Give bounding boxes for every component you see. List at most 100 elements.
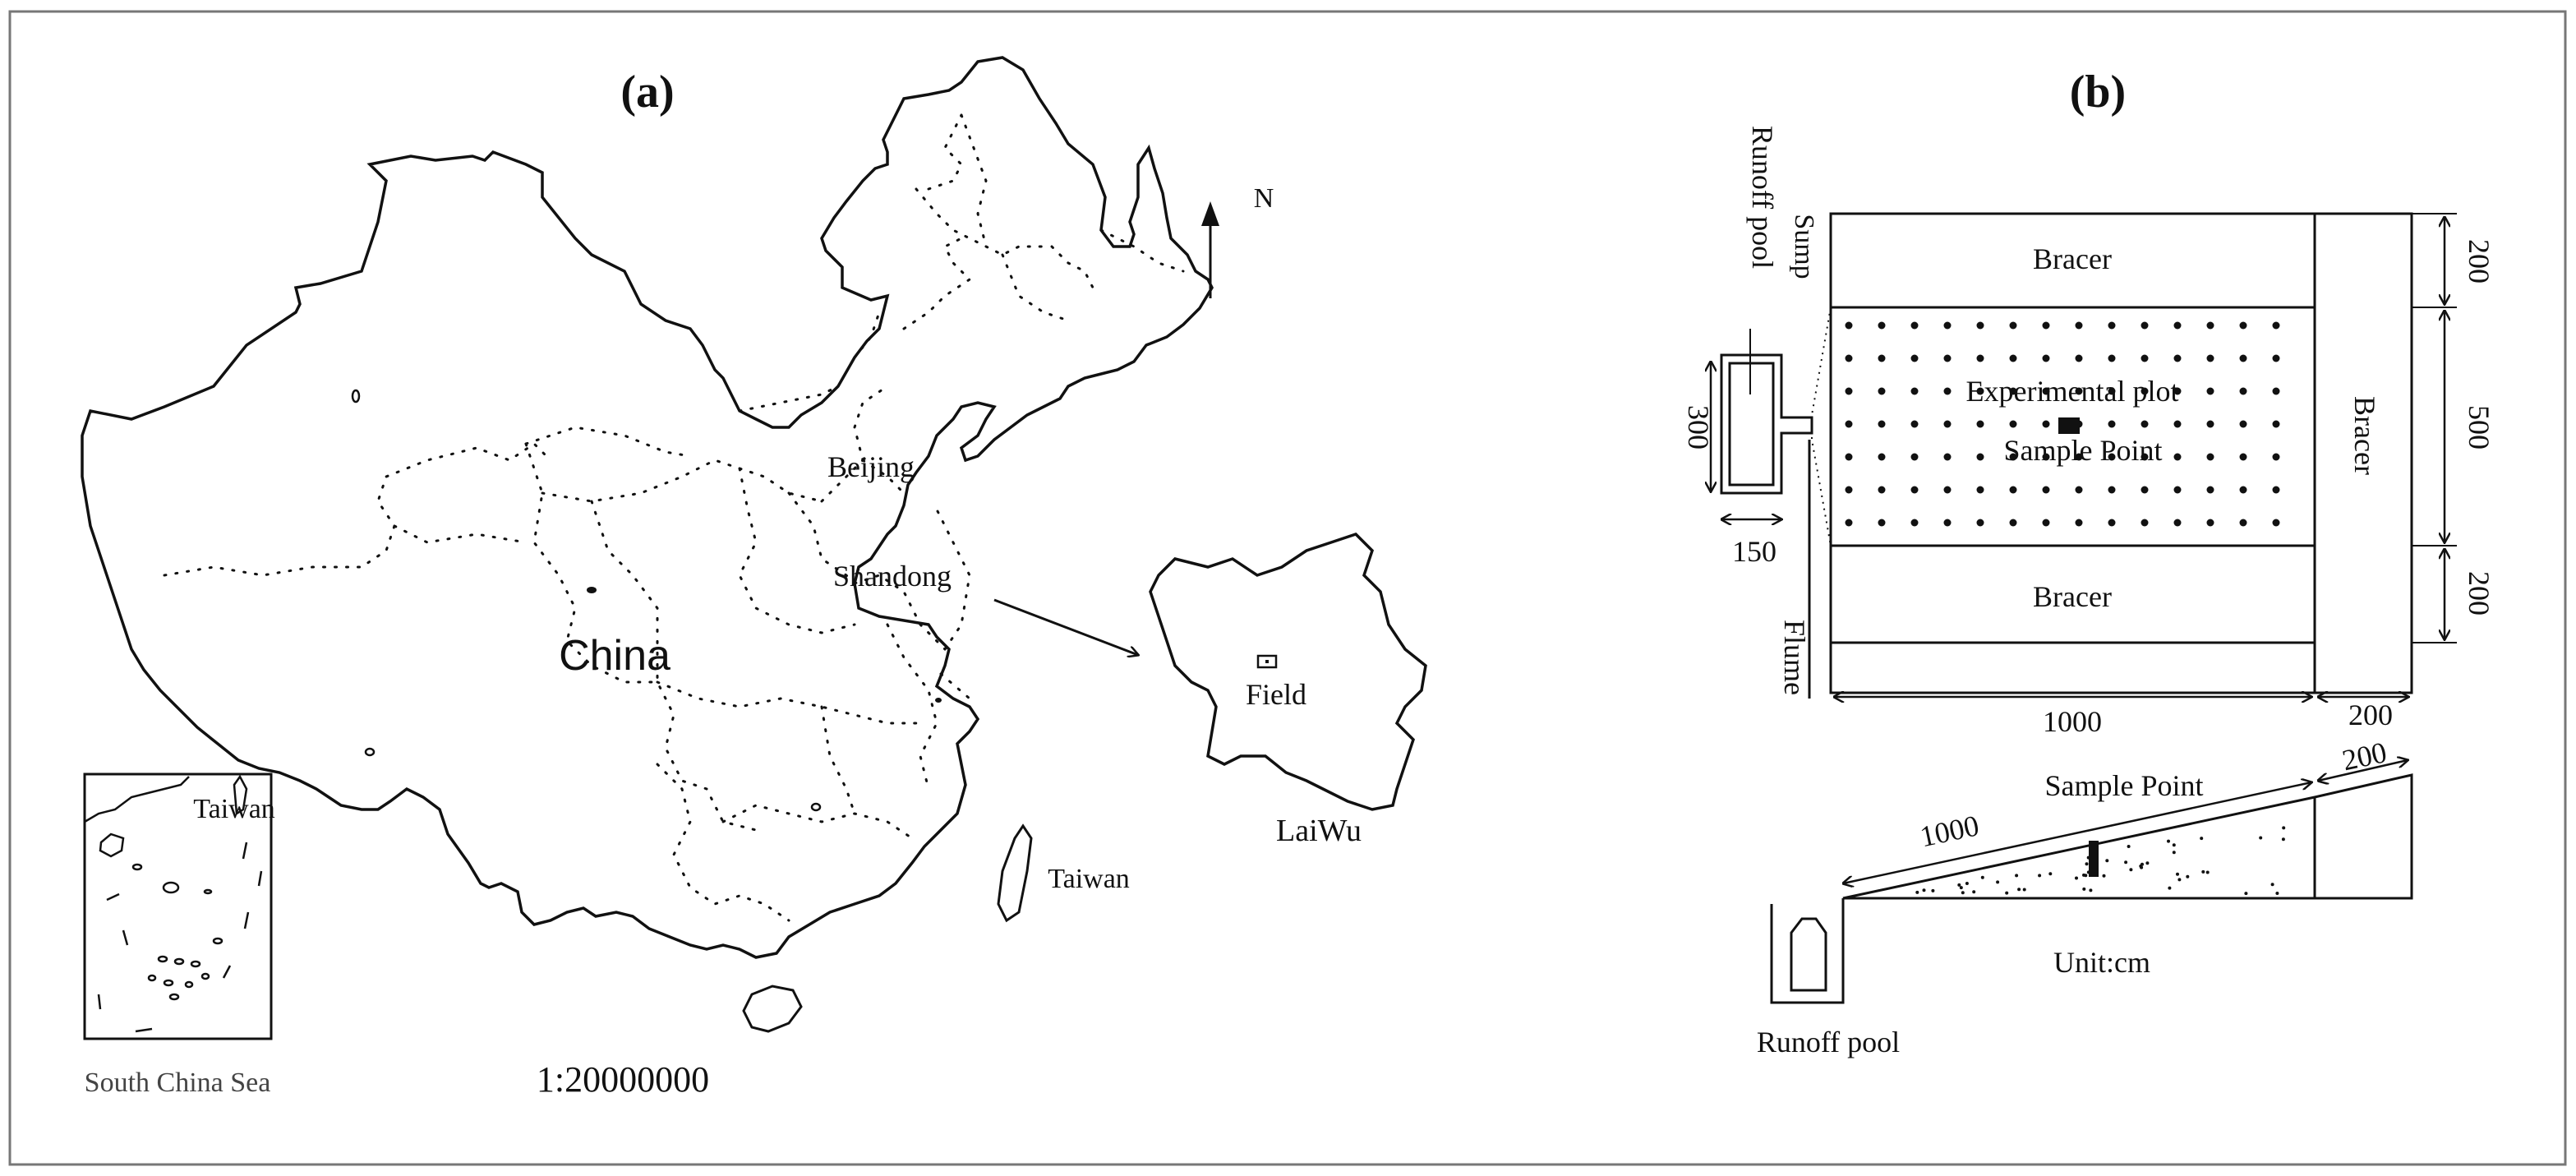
soil-speckle bbox=[1980, 875, 1984, 879]
plot-dot bbox=[2108, 486, 2116, 494]
beijing-label: Beijing bbox=[827, 450, 915, 483]
plot-dot bbox=[2108, 354, 2116, 362]
field-marker bbox=[1256, 654, 1278, 669]
runoff-pool-plan-inner bbox=[1728, 362, 1775, 487]
lake-icon bbox=[587, 587, 597, 593]
inset-coastline bbox=[84, 776, 190, 823]
country-label: China bbox=[559, 632, 670, 680]
soil-speckle bbox=[2167, 839, 2170, 843]
plot-dot bbox=[1910, 354, 1919, 362]
soil-speckle bbox=[2082, 887, 2086, 891]
plot-dot bbox=[1878, 387, 1886, 395]
soil-speckle bbox=[2176, 872, 2179, 876]
soil-speckle bbox=[2075, 876, 2078, 880]
plot-dot bbox=[2173, 486, 2182, 494]
soil-speckle bbox=[2140, 865, 2144, 869]
plot-dot bbox=[1943, 354, 1952, 362]
plot-dot bbox=[2206, 354, 2214, 362]
figure-border bbox=[8, 10, 2567, 1166]
plot-dot bbox=[1910, 486, 1919, 494]
china-outline bbox=[81, 56, 1214, 959]
plot-dot bbox=[1976, 519, 1984, 527]
soil-speckle bbox=[2089, 888, 2093, 892]
soil-speckle bbox=[2282, 826, 2286, 830]
section-1000-line bbox=[1843, 782, 2311, 883]
plot-dot bbox=[1910, 453, 1919, 461]
plot-dot bbox=[2009, 519, 2017, 527]
field-marker-dot bbox=[1265, 660, 1269, 663]
plot-dot bbox=[2272, 453, 2280, 461]
plot-dot bbox=[2173, 519, 2182, 527]
runoff-pool-label: Runoff pool bbox=[1746, 126, 1779, 269]
soil-speckle bbox=[2281, 837, 2285, 842]
plot-dot bbox=[2009, 321, 2017, 330]
plot-dot bbox=[1878, 486, 1886, 494]
plot-dot bbox=[2009, 354, 2017, 362]
plot-dot bbox=[2009, 453, 2017, 461]
sample-point-label: Sample Point bbox=[2003, 434, 2162, 467]
plot-dot bbox=[2009, 387, 2017, 395]
plot-dot bbox=[1845, 453, 1853, 461]
plot-dot bbox=[2206, 453, 2214, 461]
plot-dot bbox=[2042, 486, 2050, 494]
soil-speckle bbox=[1915, 890, 1919, 894]
plot-dot bbox=[2272, 486, 2280, 494]
plot-dot bbox=[1910, 519, 1919, 527]
lake-icon bbox=[351, 389, 361, 404]
plot-dot bbox=[2239, 387, 2247, 395]
plot-dot bbox=[2206, 321, 2214, 330]
soil-speckle bbox=[2201, 869, 2205, 874]
field-label: Field bbox=[1246, 678, 1306, 711]
section-sample-point bbox=[2089, 841, 2099, 877]
sump-funnel bbox=[1811, 307, 1832, 546]
inset-taiwan-island bbox=[233, 774, 248, 816]
plot-dot bbox=[2141, 387, 2149, 395]
soil-speckle bbox=[1957, 883, 1961, 887]
plot-dot bbox=[2009, 420, 2017, 428]
bracer-right-label: Bracer bbox=[2348, 396, 2381, 475]
unit-label: Unit:cm bbox=[2053, 946, 2150, 979]
plot-dot bbox=[2206, 486, 2214, 494]
plot-dot bbox=[2042, 420, 2050, 428]
north-arrow-head bbox=[1201, 201, 1219, 226]
dim-500-label: 500 bbox=[2463, 405, 2495, 450]
plot-dot bbox=[2173, 321, 2182, 330]
laiwu-label: LaiWu bbox=[1276, 814, 1362, 848]
plot-dot bbox=[1943, 420, 1952, 428]
panel-a: (a) bbox=[81, 56, 1427, 1100]
plot-dot bbox=[2075, 519, 2083, 527]
plot-dot bbox=[2206, 420, 2214, 428]
inset-hainan-island bbox=[99, 832, 125, 858]
south-china-sea-inset bbox=[83, 772, 273, 1040]
plot-dot bbox=[1910, 387, 1919, 395]
plot-dot bbox=[2239, 486, 2247, 494]
plot-dot bbox=[1878, 519, 1886, 527]
soil-speckle bbox=[1959, 886, 1963, 890]
soil-speckle bbox=[2005, 891, 2009, 895]
plot-dot bbox=[2042, 321, 2050, 330]
plot-dot bbox=[1845, 321, 1853, 330]
inset-taiwan-label: Taiwan bbox=[193, 794, 275, 824]
dim-1000-plan-label: 1000 bbox=[2043, 705, 2102, 738]
soil-speckle bbox=[2177, 878, 2182, 882]
soil-speckle bbox=[2270, 883, 2274, 887]
section-1000-label: 1000 bbox=[1917, 809, 1982, 853]
section-runoff-pool-tank bbox=[1790, 917, 1827, 992]
plot-dot bbox=[2173, 420, 2182, 428]
soil-speckle bbox=[2022, 888, 2026, 892]
soil-speckle bbox=[2172, 843, 2176, 847]
plot-dot bbox=[1976, 354, 1984, 362]
plot-dot bbox=[2042, 453, 2050, 461]
soil-speckle bbox=[2205, 870, 2210, 874]
plot-dot bbox=[2042, 354, 2050, 362]
soil-speckle bbox=[2038, 874, 2042, 878]
soil-speckle bbox=[2186, 874, 2190, 879]
plot-dot bbox=[2272, 354, 2280, 362]
plot-dot bbox=[1878, 321, 1886, 330]
scale-label: 1:20000000 bbox=[537, 1059, 709, 1100]
plot-dot bbox=[2108, 321, 2116, 330]
plot-dot bbox=[2075, 321, 2083, 330]
plot-dot bbox=[2108, 453, 2116, 461]
plot-dot bbox=[1943, 387, 1952, 395]
hainan-island bbox=[742, 985, 803, 1033]
